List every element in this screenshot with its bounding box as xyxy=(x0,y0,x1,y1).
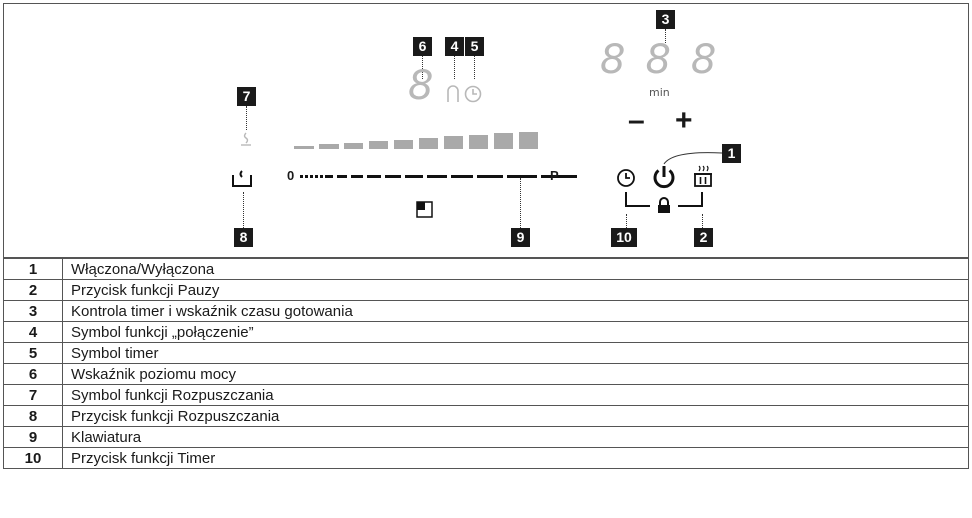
legend-number: 1 xyxy=(3,258,63,280)
legend-text: Symbol funkcji „połączenie” xyxy=(62,321,969,343)
legend-number: 4 xyxy=(3,321,63,343)
slider-segment[interactable] xyxy=(300,175,303,178)
power-icon[interactable] xyxy=(650,163,678,191)
slider-segment[interactable] xyxy=(315,175,318,178)
bridge-icon xyxy=(447,85,459,102)
timer-minus-button[interactable]: – xyxy=(628,104,645,137)
legend-number: 10 xyxy=(3,447,63,469)
callout-4: 4 xyxy=(445,37,464,56)
legend-number: 8 xyxy=(3,405,63,427)
callout-5: 5 xyxy=(465,37,484,56)
callout-2: 2 xyxy=(694,228,713,247)
legend-text: Przycisk funkcji Timer xyxy=(62,447,969,469)
power-bar xyxy=(494,133,513,149)
callout-3-leader xyxy=(665,29,666,43)
power-bar xyxy=(469,134,488,149)
lock-bracket xyxy=(625,192,703,207)
scale-start-label: 0 xyxy=(287,168,295,183)
legend-text: Symbol funkcji Rozpuszczania xyxy=(62,384,969,406)
power-bar xyxy=(319,144,339,149)
callout-6-leader xyxy=(422,56,423,79)
callout-10-leader xyxy=(626,214,627,228)
legend-text: Wskaźnik poziomu mocy xyxy=(62,363,969,385)
power-level-display: 8 xyxy=(408,63,434,109)
legend-number: 9 xyxy=(3,426,63,448)
callout-9: 9 xyxy=(511,228,530,247)
power-bar xyxy=(444,136,463,149)
slider-segment[interactable] xyxy=(451,175,473,178)
slider-segment[interactable] xyxy=(320,175,323,178)
slider-segment[interactable] xyxy=(507,175,537,178)
callout-10: 10 xyxy=(611,228,637,247)
pot-icon[interactable] xyxy=(230,167,254,189)
timer-display: 888 xyxy=(600,37,737,83)
legend-number: 2 xyxy=(3,279,63,301)
power-bar xyxy=(519,131,538,149)
slider-segment[interactable] xyxy=(337,175,347,178)
callout-7: 7 xyxy=(237,87,256,106)
slider-segment[interactable] xyxy=(427,175,447,178)
steam-icon xyxy=(241,132,251,146)
callout-5-leader xyxy=(474,56,475,79)
callout-3: 3 xyxy=(656,10,675,29)
legend-number: 6 xyxy=(3,363,63,385)
zone-icon xyxy=(416,201,433,218)
callout-2-leader xyxy=(702,214,703,228)
slider-segment[interactable] xyxy=(325,175,333,178)
callout-6: 6 xyxy=(413,37,432,56)
slider-segment[interactable] xyxy=(305,175,308,178)
callout-8: 8 xyxy=(234,228,253,247)
slider-segment[interactable] xyxy=(351,175,363,178)
lock-icon[interactable] xyxy=(656,197,672,214)
callout-9-leader xyxy=(520,178,521,228)
legend-number: 5 xyxy=(3,342,63,364)
legend-number: 3 xyxy=(3,300,63,322)
callout-1-leader xyxy=(663,152,723,165)
legend-number: 7 xyxy=(3,384,63,406)
legend-text: Kontrola timer i wskaźnik czasu gotowani… xyxy=(62,300,969,322)
pause-pot-icon[interactable] xyxy=(692,165,714,189)
timer-button-icon[interactable] xyxy=(615,167,637,189)
power-bar xyxy=(369,141,388,149)
clock-icon xyxy=(464,85,482,103)
legend-text: Przycisk funkcji Pauzy xyxy=(62,279,969,301)
legend-text: Przycisk funkcji Rozpuszczania xyxy=(62,405,969,427)
control-panel-diagram: 6 4 5 8 3 888 min – + 7 8 0 P 9 xyxy=(3,3,969,258)
slider-segment[interactable] xyxy=(541,175,577,178)
legend-text: Klawiatura xyxy=(62,426,969,448)
slider-segment[interactable] xyxy=(405,175,423,178)
callout-8-leader xyxy=(243,192,244,228)
power-bar xyxy=(344,142,363,149)
timer-unit: min xyxy=(649,86,670,99)
legend-text: Włączona/Wyłączona xyxy=(62,258,969,280)
slider-segment[interactable] xyxy=(477,175,503,178)
power-bar xyxy=(419,138,438,149)
callout-4-leader xyxy=(454,56,455,79)
slider-segment[interactable] xyxy=(310,175,313,178)
legend-text: Symbol timer xyxy=(62,342,969,364)
slider-segment[interactable] xyxy=(385,175,401,178)
slider-segment[interactable] xyxy=(367,175,381,178)
timer-plus-button[interactable]: + xyxy=(675,104,693,137)
callout-1: 1 xyxy=(722,144,741,163)
power-bar xyxy=(394,139,413,149)
callout-7-leader xyxy=(246,106,247,130)
power-bar xyxy=(294,146,314,149)
scale-end-label: P xyxy=(550,168,559,183)
